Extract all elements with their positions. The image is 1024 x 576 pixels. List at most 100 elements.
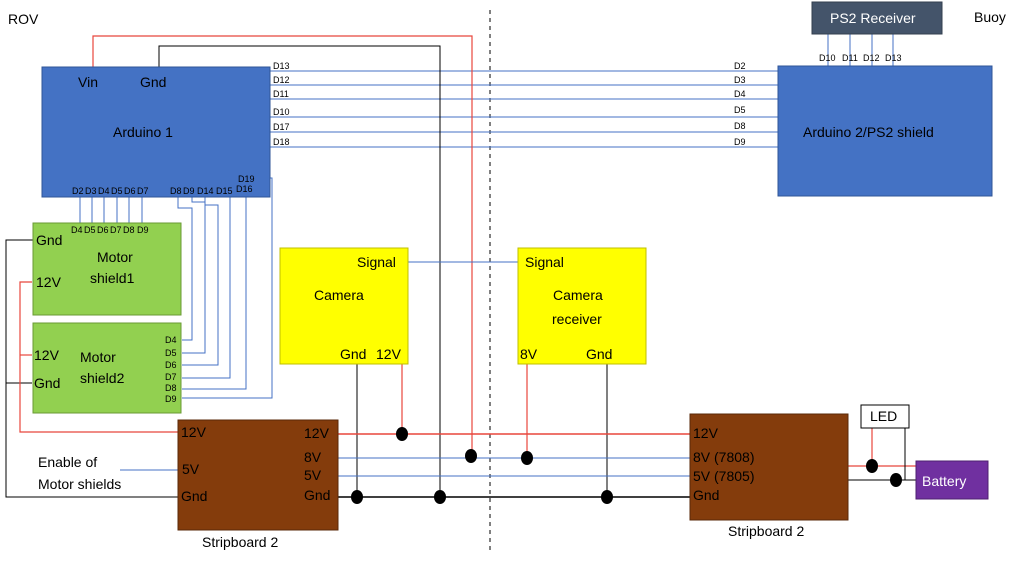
enable-label-line2: Motor shields [38, 476, 121, 492]
sbl-r5v-label: 5V [304, 467, 322, 483]
motor-shield-2: 12V Gnd Motor shield2 D4 D5 D6 D7 D8 D9 [32, 322, 182, 414]
sbr-gnd-label: Gnd [693, 487, 719, 503]
ps2-pin: D10 [819, 53, 836, 63]
junction-dot [866, 459, 878, 473]
camera: Signal Camera Gnd 12V [279, 247, 409, 365]
receiver-8v-label: 8V [520, 346, 538, 362]
stripboard-right: 12V 8V (7808) 5V (7805) Gnd [689, 413, 849, 521]
arduino1-pin: D6 [124, 186, 136, 196]
motor1-pin: D9 [137, 225, 149, 235]
arduino1-pin: D16 [236, 184, 253, 194]
motor1-title-1: Motor [97, 249, 133, 265]
motor2-pin: D7 [165, 372, 177, 382]
camera-title: Camera [314, 287, 364, 303]
enable-label-line1: Enable of [38, 454, 97, 470]
camera-receiver: Signal Camera receiver 8V Gnd [517, 247, 647, 365]
junction-dot [465, 449, 477, 463]
stripboard-left-caption: Stripboard 2 [202, 534, 278, 550]
camera-12v-label: 12V [376, 346, 402, 362]
camera-gnd-label: Gnd [340, 346, 366, 362]
arduino1-pin: D18 [273, 137, 290, 147]
arduino1-pin: D2 [72, 186, 84, 196]
arduino2-pin: D3 [734, 75, 746, 85]
arduino-link-wires [270, 70, 778, 148]
motor1-pin: D6 [97, 225, 109, 235]
sbl-r12v-label: 12V [304, 425, 330, 441]
arduino1-pin: D8 [170, 186, 182, 196]
motor2-pin: D9 [165, 394, 177, 404]
motor2-title-2: shield2 [80, 370, 125, 386]
arduino1: Vin Gnd Arduino 1 D19 D2 D3 D4 D5 D6 D7 … [41, 66, 271, 198]
arduino1-pin: D14 [197, 186, 214, 196]
ps2-pin: D11 [842, 53, 858, 63]
receiver-gnd-label: Gnd [586, 346, 612, 362]
arduino1-vin-label: Vin [78, 74, 98, 90]
battery: Battery [915, 460, 989, 500]
arduino-gnd-wire [158, 45, 441, 497]
arduino1-pin: D3 [85, 186, 97, 196]
motor2-pin: D5 [165, 348, 177, 358]
receiver-title-2: receiver [552, 311, 602, 327]
arduino2-title: Arduino 2/PS2 shield [803, 124, 934, 140]
motor2-pin: D8 [165, 383, 177, 393]
sbl-r8v-label: 8V [304, 449, 322, 465]
ps2-pin-wires [827, 34, 894, 66]
junction-dot [434, 490, 446, 504]
buoy-label: Buoy [974, 9, 1006, 25]
vin-red-wire [92, 35, 473, 456]
arduino2-left-pins: D2 D3 D4 D5 D8 D9 [734, 61, 746, 147]
junction-dot [601, 490, 613, 504]
led: LED [860, 404, 910, 429]
motor2-pin: D4 [165, 335, 177, 345]
arduino1-pin: D5 [111, 186, 123, 196]
arduino1-pin: D4 [98, 186, 110, 196]
arduino1-pin: D11 [273, 89, 289, 99]
arduino2-pin: D8 [734, 121, 746, 131]
motor1-12v-label: 12V [36, 274, 62, 290]
rov-label: ROV [8, 11, 39, 27]
motor2-title-1: Motor [80, 349, 116, 365]
arduino1-bottom-pins: D2 D3 D4 D5 D6 D7 D8 D9 D14 D15 D16 [72, 184, 253, 196]
led-wire [871, 428, 916, 467]
arduino1-pin: D7 [137, 186, 149, 196]
led-label: LED [870, 408, 897, 424]
motor2-gnd-label: Gnd [34, 375, 60, 391]
junction-dot [890, 473, 902, 487]
sbl-12v-label: 12V [181, 424, 207, 440]
sbr-8v-label: 8V (7808) [693, 449, 754, 465]
motor2-signal-wires [177, 177, 273, 399]
junction-dots [351, 427, 902, 504]
sbr-12v-label: 12V [693, 425, 719, 441]
arduino1-pin: D17 [273, 122, 290, 132]
junction-dot [396, 427, 408, 441]
arduino1-pin: D13 [273, 61, 290, 71]
motor1-top-pins: D4 D5 D6 D7 D8 D9 [71, 225, 149, 235]
motor-shield-1: Gnd 12V Motor shield1 D4 D5 D6 D7 D8 D9 [32, 222, 182, 316]
stripboard-left: 12V 5V Gnd 12V 8V 5V Gnd [177, 419, 339, 531]
motor1-signal-wires [79, 196, 143, 224]
arduino1-title: Arduino 1 [113, 124, 173, 140]
motor1-title-2: shield1 [90, 270, 135, 286]
motor1-pin: D8 [123, 225, 135, 235]
battery-label: Battery [922, 473, 966, 489]
motor-gnd-wire [5, 239, 178, 498]
sbl-gnd-label: Gnd [181, 488, 207, 504]
ps2-title: PS2 Receiver [830, 10, 916, 26]
motor2-12v-label: 12V [34, 347, 60, 363]
sbl-5v-label: 5V [182, 461, 200, 477]
junction-dot [521, 451, 533, 465]
receiver-signal-label: Signal [525, 254, 564, 270]
camera-signal-label: Signal [357, 254, 396, 270]
arduino2-pin: D4 [734, 89, 746, 99]
motor1-pin: D7 [110, 225, 122, 235]
ps2-pin: D13 [885, 53, 902, 63]
arduino1-right-pins: D13 D12 D11 D10 D17 D18 [273, 61, 290, 147]
arduino2: Arduino 2/PS2 shield [777, 65, 993, 197]
motor-12v-wire [19, 281, 178, 433]
motor2-pin: D6 [165, 360, 177, 370]
arduino1-pin: D9 [183, 186, 195, 196]
sbr-5v-label: 5V (7805) [693, 468, 754, 484]
motor1-pin: D5 [84, 225, 96, 235]
motor1-pin: D4 [71, 225, 83, 235]
